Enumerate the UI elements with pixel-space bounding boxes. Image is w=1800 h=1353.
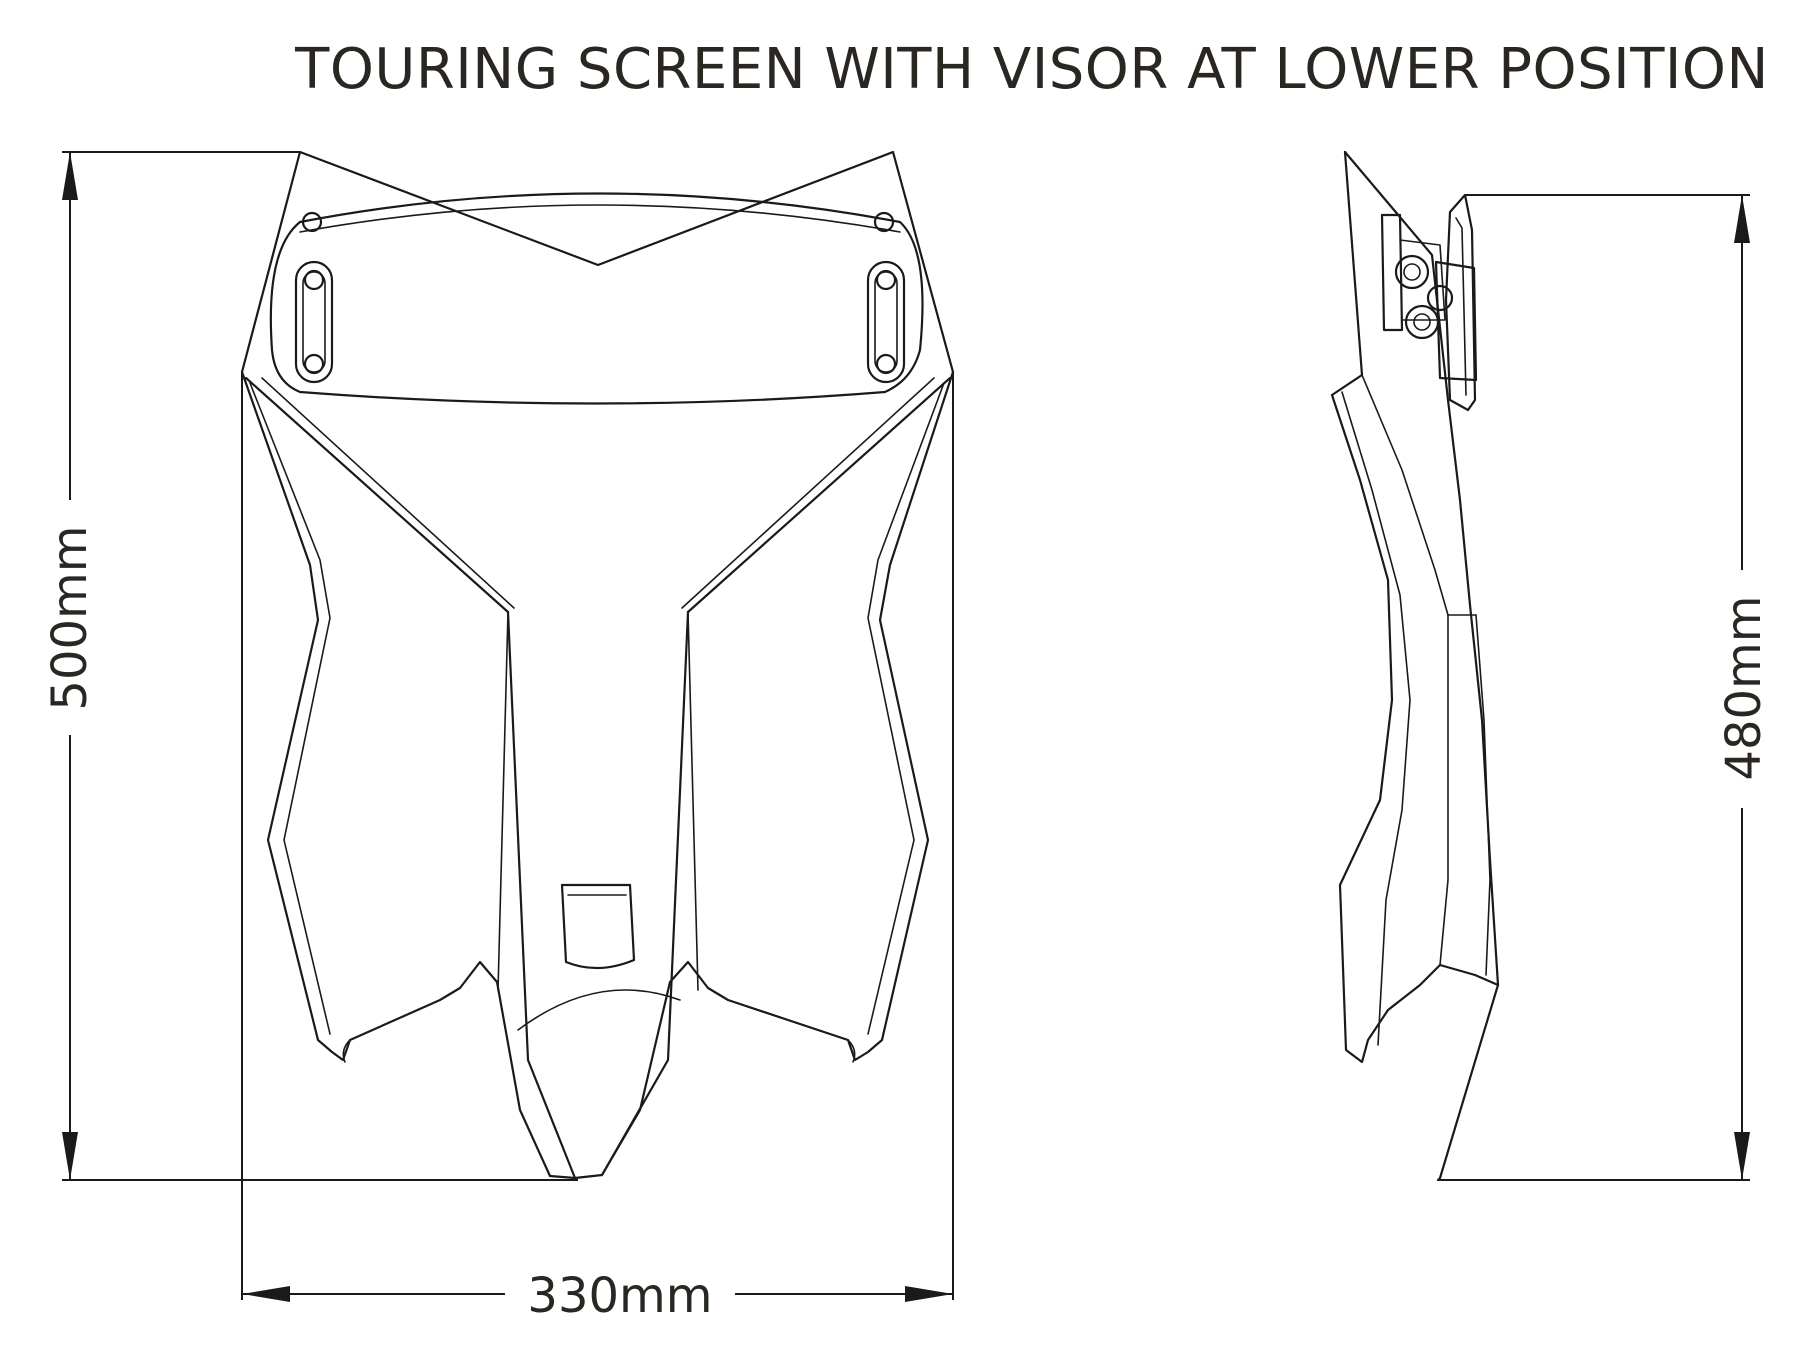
front-inner-edge-right xyxy=(867,382,945,1035)
side-knob-lower-icon xyxy=(1404,304,1440,340)
front-inner-edge-left xyxy=(249,382,331,1035)
front-crease-left-2 xyxy=(261,377,515,609)
front-rib-left xyxy=(506,610,577,1180)
front-rib-right-inner xyxy=(687,611,699,991)
dimension-width-front: 330mm xyxy=(241,372,954,1324)
slot-bolt-right-top-icon xyxy=(875,269,897,291)
side-bracket-clamp xyxy=(1434,260,1478,382)
side-knob-mid-icon xyxy=(1426,284,1454,312)
front-crease-left xyxy=(244,376,510,614)
visor-bolt-top-right-icon xyxy=(873,211,895,233)
dim-arrow-side-top-icon xyxy=(1734,195,1750,243)
dim-arrow-left-icon xyxy=(242,1286,290,1302)
front-screen-outline xyxy=(240,150,955,1180)
side-visor xyxy=(1444,193,1477,412)
visor-slot-left xyxy=(294,260,334,384)
slot-bolt-left-bottom-icon xyxy=(303,353,325,375)
front-notch-right xyxy=(847,1039,856,1063)
side-inner-curve-1 xyxy=(1341,391,1411,1046)
drawing-title: TOURING SCREEN WITH VISOR AT LOWER POSIT… xyxy=(294,37,1769,102)
dim-arrow-top-icon xyxy=(62,152,78,200)
front-rib-left-inner xyxy=(497,611,509,991)
side-knob-lower-center-icon xyxy=(1413,313,1431,331)
slot-bolt-right-bottom-icon xyxy=(875,353,897,375)
dim-arrow-right-icon xyxy=(905,1286,953,1302)
dim-arrow-bottom-icon xyxy=(62,1132,78,1180)
dimension-height-side: 480mm xyxy=(1438,194,1772,1181)
visor-slot-right-inner xyxy=(874,271,898,373)
side-inner-curve-2 xyxy=(1361,374,1449,966)
front-crease-right-2 xyxy=(681,377,935,609)
visor-slot-left-inner xyxy=(302,271,326,373)
side-view xyxy=(1330,150,1500,1182)
side-bracket-plate xyxy=(1399,239,1446,321)
visor-slot-right xyxy=(866,260,906,384)
front-sensor-window xyxy=(560,883,636,970)
dim-label-height-side: 480mm xyxy=(1716,595,1772,780)
front-rib-right xyxy=(600,610,690,1177)
side-inner-curve-4 xyxy=(1475,614,1491,976)
side-bracket xyxy=(1380,213,1404,332)
visor-bolt-top-left-icon xyxy=(301,211,323,233)
slot-bolt-left-top-icon xyxy=(303,269,325,291)
dim-label-height-front: 500mm xyxy=(42,525,98,710)
dimension-height-front: 500mm xyxy=(42,151,578,1181)
front-lower-arc xyxy=(517,989,681,1031)
side-knob-upper-center-icon xyxy=(1403,263,1421,281)
front-crease-right xyxy=(686,376,952,614)
dim-arrow-side-bottom-icon xyxy=(1734,1132,1750,1180)
front-notch-left xyxy=(342,1039,351,1063)
side-visor-inner xyxy=(1455,217,1467,396)
front-visor-panel xyxy=(269,192,924,405)
front-view xyxy=(240,150,955,1180)
side-profile-outline xyxy=(1330,150,1500,1182)
front-visor-top-arc xyxy=(299,204,901,233)
dim-label-width-front: 330mm xyxy=(527,1268,712,1324)
side-knob-upper-icon xyxy=(1394,254,1430,290)
